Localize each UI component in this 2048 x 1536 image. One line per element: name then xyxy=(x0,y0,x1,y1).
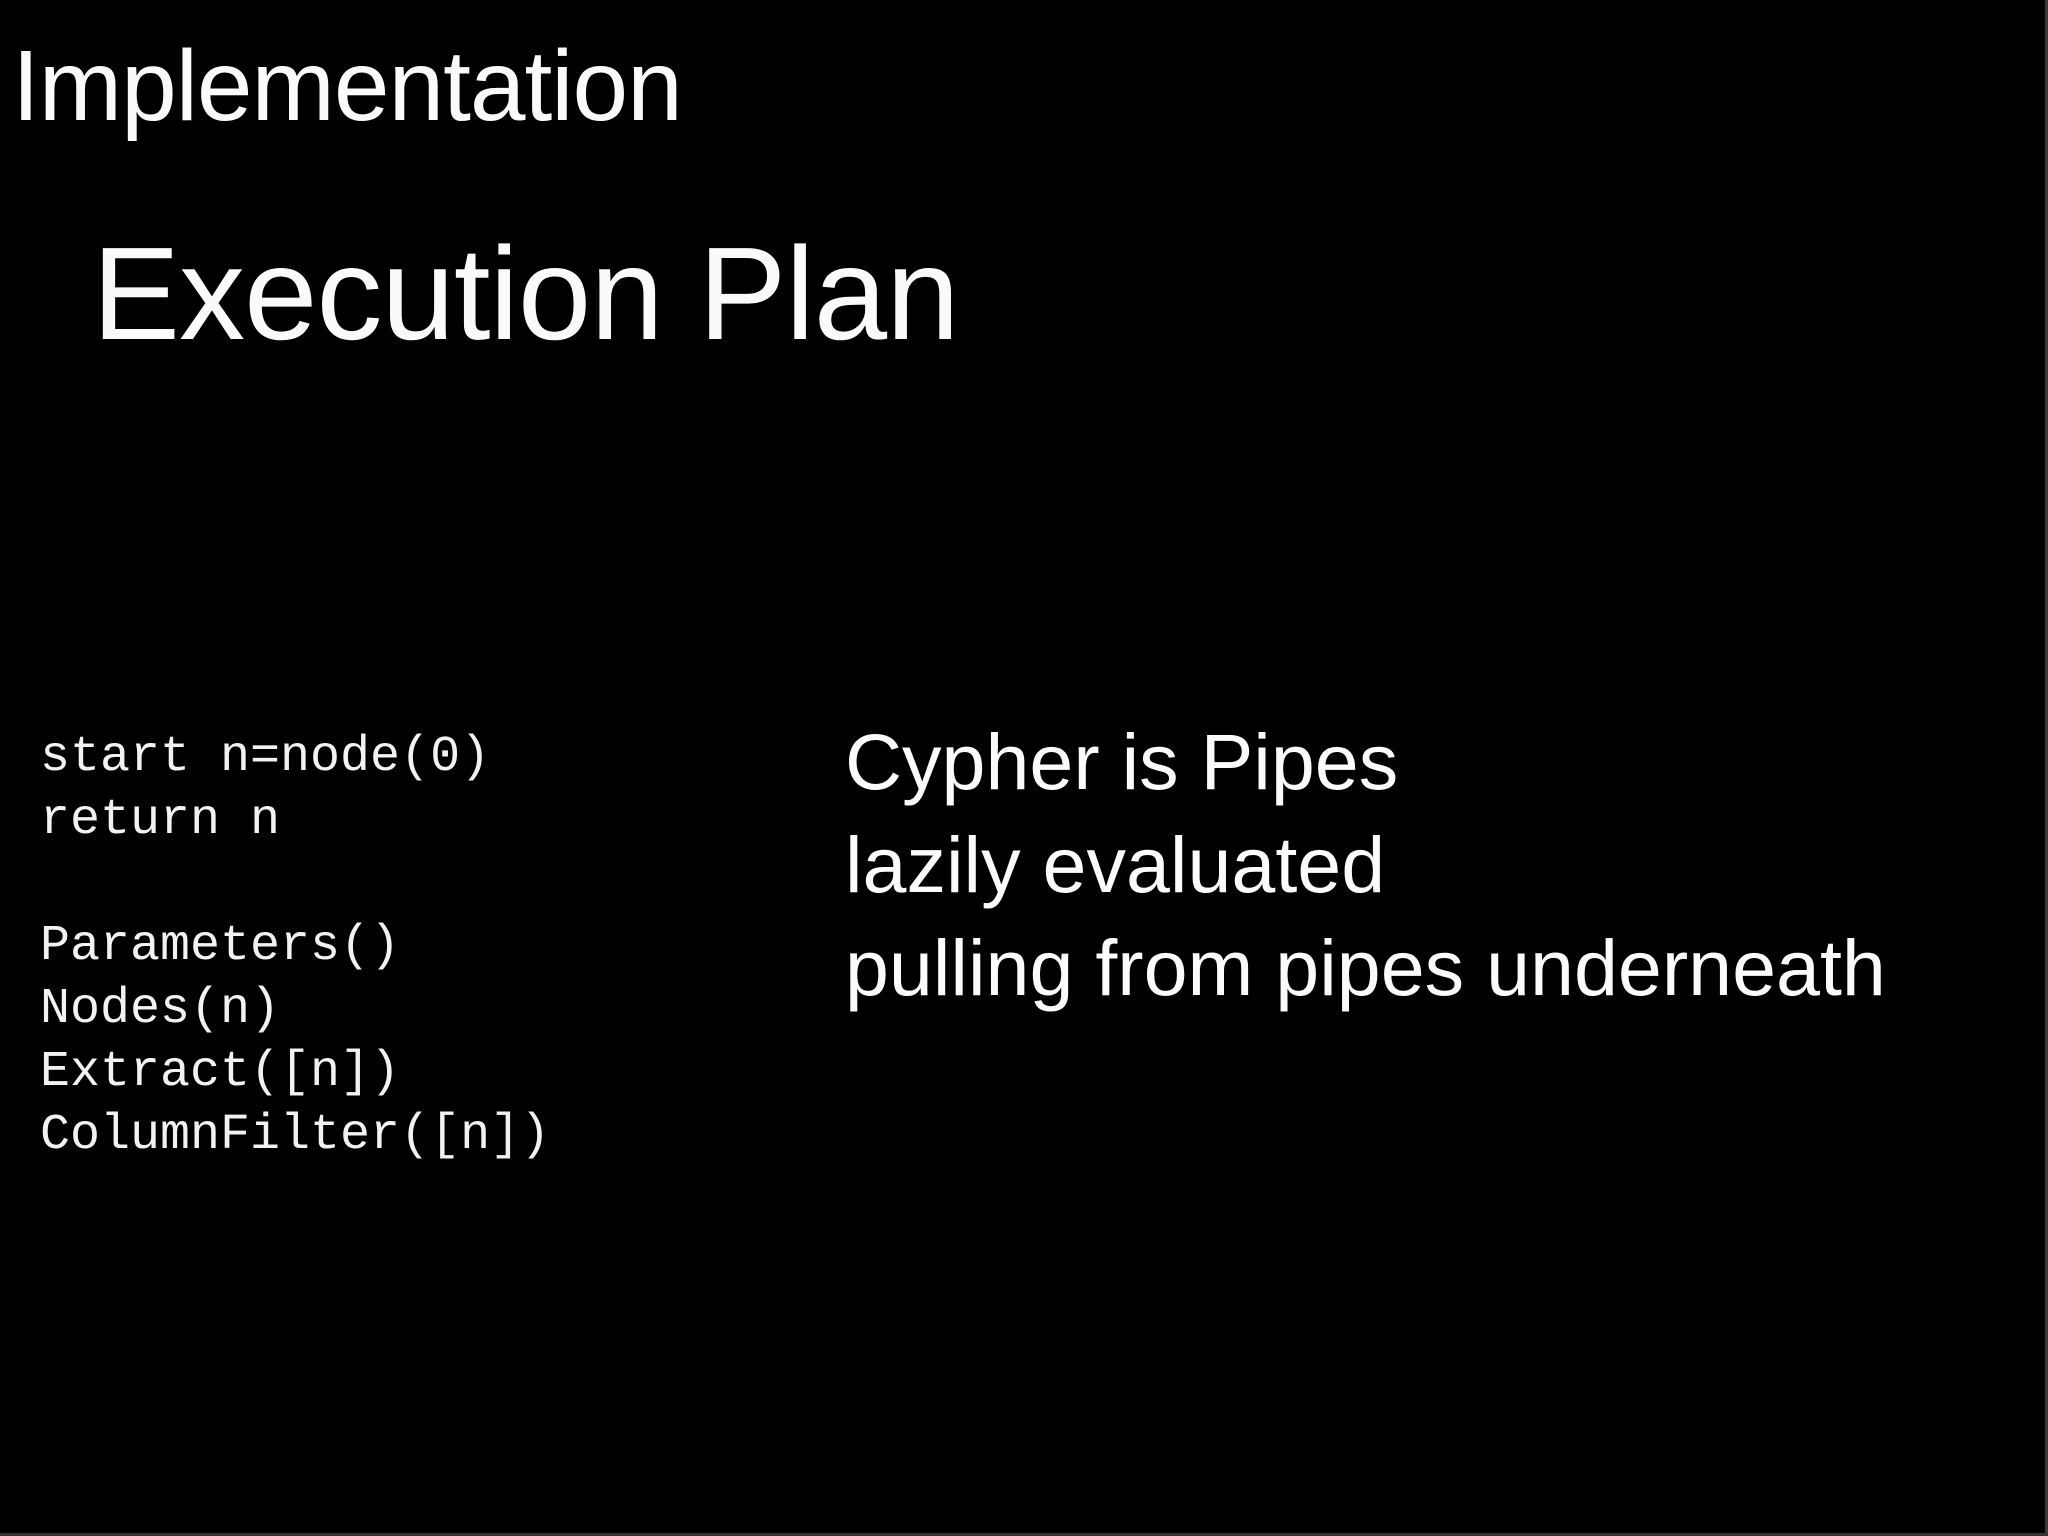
notes-block: Cypher is Pipes lazily evaluated pulling… xyxy=(845,710,1886,1019)
section-kicker: Implementation xyxy=(12,30,683,142)
code-line: start n=node(0) xyxy=(40,729,491,786)
code-line: Extract([n]) xyxy=(40,1044,401,1101)
code-line-blank xyxy=(40,852,550,915)
code-block: start n=node(0) return n Parameters() No… xyxy=(40,726,550,1167)
code-line: return n xyxy=(40,792,281,849)
code-line: Parameters() xyxy=(40,918,401,975)
video-frame-edge-right xyxy=(2045,0,2048,1536)
code-line: ColumnFilter([n]) xyxy=(40,1107,551,1164)
note-line: lazily evaluated xyxy=(845,820,1386,909)
video-frame-edge-bottom xyxy=(0,1533,2048,1536)
note-line: Cypher is Pipes xyxy=(845,717,1399,806)
slide-title: Execution Plan xyxy=(92,220,960,367)
code-line: Nodes(n) xyxy=(40,981,281,1038)
note-line: pulling from pipes underneath xyxy=(845,923,1886,1012)
